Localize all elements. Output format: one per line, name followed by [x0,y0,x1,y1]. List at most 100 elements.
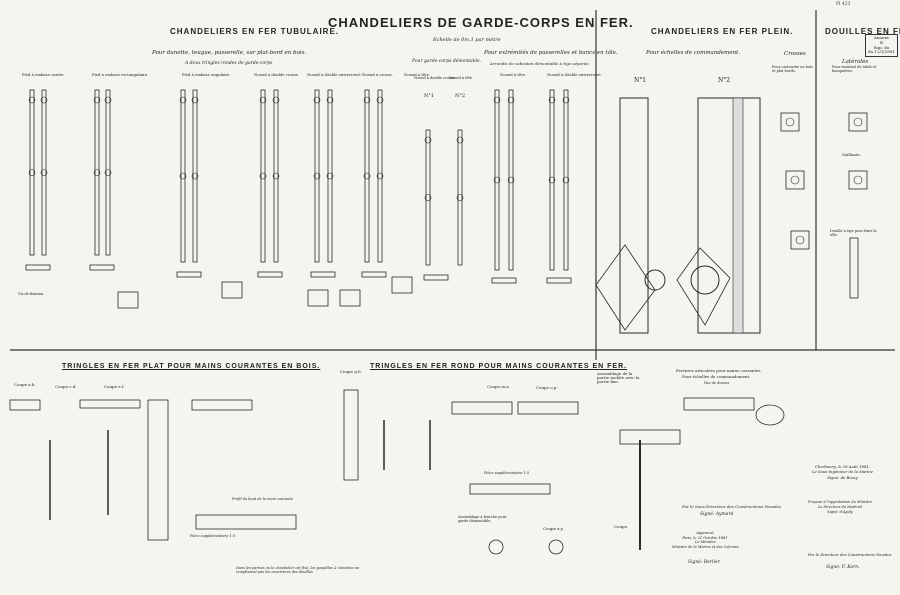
far-right-sign-2: Signé: F. Korn. [826,565,860,570]
douilles-note-3: Saillante. [842,152,862,157]
base-plate-detail [221,281,243,299]
stanchion-eye [179,96,187,104]
assemblage-title: Assemblage de la partie mobile avec la p… [597,371,640,384]
ferrure-collar [755,404,785,426]
coupe-gh: Coupe g.h. [340,369,362,374]
socket-hole [785,117,795,127]
stanchion-base [89,264,115,271]
stanchion-eye [28,169,36,176]
stanchion-eye [191,96,199,104]
garde-number-1: N°1 [424,93,435,99]
stanchion-post [192,89,198,263]
frame-lines [10,10,895,360]
socket-hole [853,175,863,185]
round-rail [517,401,579,415]
stanchion-eye [548,176,556,184]
stanchion-post [273,89,279,263]
rond-label-2: Coupe o.p. [536,385,558,390]
stanchion-base [361,271,387,278]
socket-detail [848,112,868,132]
label-tub-5: Noeud à double entrecroisé [307,72,361,77]
tubulaire-subtitle: Pour dunette, teugue, passerelle, sur pl… [152,50,307,56]
stanchion-post [29,89,35,256]
label-tub-6: Noeud à crosse. [362,72,393,77]
bottom-note: Dans les parties où le chandelier est fi… [236,566,360,574]
ferrure-bar [683,397,755,411]
rail-coupe-circle [548,539,564,555]
stanchion-base [257,271,283,278]
stanchion-eye [493,96,501,104]
socket-hole [790,175,800,185]
section-title-plein: CHANDELIERS EN FER PLEIN. [651,27,794,36]
left-sign-1: Par le Sous-Directeur des Constructions … [682,504,781,509]
stanchion-post [549,89,555,271]
stanchion-eye [456,136,464,144]
stanchion-eye [40,169,48,176]
center-sign: Signé: Berlier. [688,560,721,565]
stanchion-foot-diamond [595,244,656,331]
plein-subtitle: Pour échelles de commandement. [646,50,741,56]
stanchion-eye [548,96,556,104]
stanchion-eye [562,176,570,184]
tringles-plat-note-2: Pièce supplémentaire 1:5 [190,534,236,538]
garde-corps-note: Pour garde-corps démontable. [412,59,482,64]
stanchion-eye [326,172,334,180]
stanchion-post [94,89,100,256]
rond-label-3: Pièce supplémentaire 1:5 [484,471,530,475]
stanchion-eye [104,169,112,176]
plein-number-1: N°1 [634,77,647,84]
center-approval: Approuvé,Paris, le 21 Octobre 1881.Le Mi… [672,531,739,549]
coupe-ef: Coupe e.f. [104,384,125,389]
rail-coupe [9,399,41,411]
stanchion-eye [313,172,321,180]
stanchion-post [364,89,370,263]
stanchion-eye [272,172,280,180]
base-plate-detail [307,289,329,307]
stanchion-eye [424,136,432,144]
stanchion-eye [259,172,267,180]
socket-hole [853,117,863,127]
rail-coupe-circle [488,539,504,555]
flat-rail-vertical [147,399,169,541]
stanchion-eye [191,172,199,180]
stanchion-post [180,89,186,263]
passerelles-title: Pour extrémités de passerelles et bancs … [484,50,618,56]
socket-hole [795,235,805,245]
plein-number-2: N°2 [718,77,731,84]
solid-stanchion-1 [619,97,649,334]
stanchion-knuckle [690,265,720,295]
stanchion-base [491,277,517,284]
stanchion-eye [272,96,280,104]
stanchion-eye [93,169,101,176]
stanchion-eye [456,194,464,201]
coupe-cd: Coupe c.d. [55,384,77,389]
stanchion-eye [326,96,334,104]
stanchion-knuckle [644,269,666,291]
far-right-sign-1: Par le Directeur des Constructions Naval… [808,552,892,557]
stanchion-post [457,129,463,266]
label-tub-3: Pied à embase angulaire. [182,72,231,77]
ferrures-title: Ferrures articulées pour mains courantes… [676,368,762,373]
stanchion-post [260,89,266,263]
base-plate-detail [339,289,361,307]
rond-label-6: Coupe. [614,524,629,529]
stanchion-base [25,264,51,271]
stanchion-eye [313,96,321,104]
garde-label-1: Noeud à double crosse. [414,76,456,80]
stanchion-base [310,271,336,278]
rond-label-5: Coupe x.y. [543,526,564,531]
section-title-tubulaire: CHANDELIERS EN FER TUBULAIRE. [170,27,340,36]
stanchion-eye [40,96,48,104]
articulated-ferrure [619,429,681,445]
stanchion-post [377,89,383,263]
douilles-note-1: Pour cartouche en bois et plat bords. [772,65,813,73]
socket-detail [785,170,805,190]
stanchion-eye [179,172,187,180]
coupe-ab: Coupe a.b. [14,382,36,387]
stanchion-eye [28,96,36,104]
stanchion-eye [493,176,501,184]
stanchion-eye [363,96,371,104]
stanchion-eye [104,96,112,104]
stanchion-eye [507,96,515,104]
